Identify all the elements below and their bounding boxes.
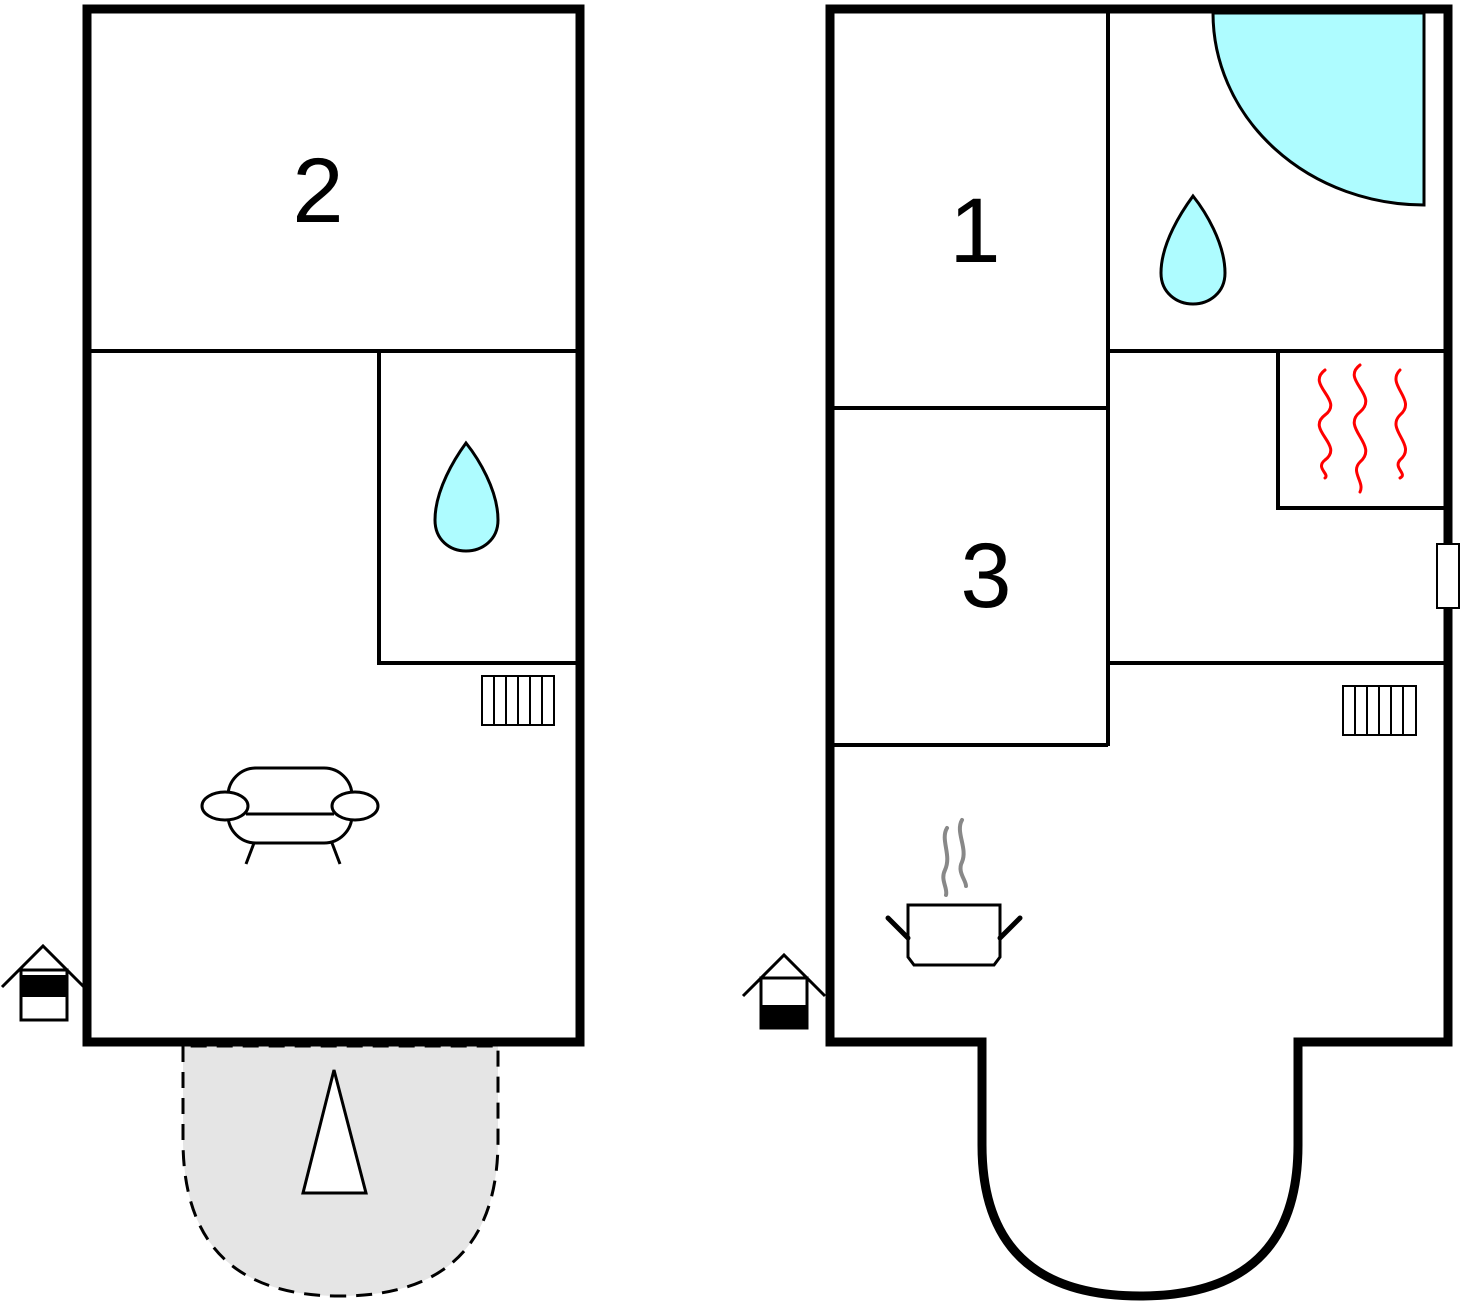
left-floor: 2 <box>0 4 585 1298</box>
room-label-3: 3 <box>960 525 1011 627</box>
window-icon <box>1436 543 1460 609</box>
room-label-2: 2 <box>292 140 343 242</box>
left-bathroom-wall <box>377 351 578 665</box>
sauna-icon <box>1317 363 1408 494</box>
room-label-1: 1 <box>949 180 1000 282</box>
terrace-icon <box>301 1069 368 1195</box>
radiator-icon <box>481 675 555 726</box>
sofa-icon <box>200 766 380 865</box>
shower-icon <box>1211 11 1426 207</box>
right-floor-outer-wall <box>825 4 1453 1301</box>
terrace <box>181 1044 500 1298</box>
right-floor: 1 3 <box>741 4 1460 1301</box>
entrance-house-icon <box>0 943 86 1022</box>
water-drop-icon <box>1159 193 1227 306</box>
left-floor-outer-wall <box>82 4 585 1047</box>
radiator-icon <box>1342 685 1417 736</box>
wall-sauna <box>1276 351 1446 510</box>
entrance-house-icon <box>741 952 827 1030</box>
cooking-pot-icon <box>885 818 1023 967</box>
water-drop-icon <box>433 440 500 553</box>
